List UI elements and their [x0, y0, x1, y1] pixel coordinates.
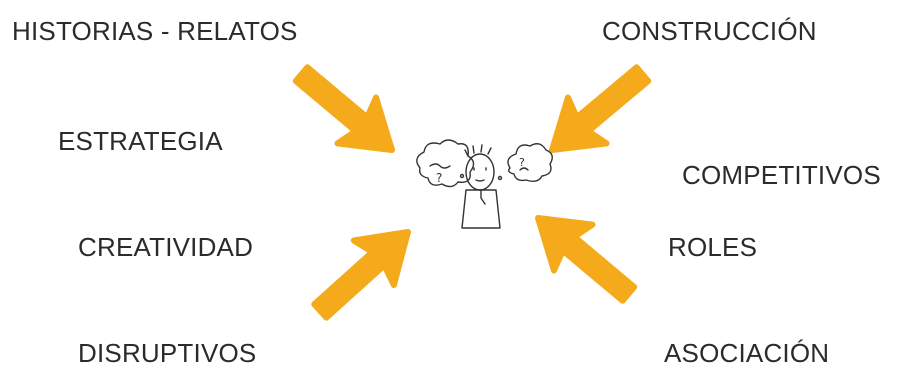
thought-cloud-right-icon — [507, 143, 553, 183]
thought-cloud-left-icon — [416, 139, 475, 188]
thinking-person-icon — [416, 139, 553, 229]
body-icon — [461, 189, 501, 229]
label-estrategia: ESTRATEGIA — [58, 126, 223, 156]
question-mark-left: ? — [436, 171, 442, 185]
label-asociacion: ASOCIACIÓN — [664, 338, 830, 368]
label-historias-relatos: HISTORIAS - RELATOS — [12, 16, 298, 46]
label-competitivos: COMPETITIVOS — [682, 160, 881, 190]
label-creatividad: CREATIVIDAD — [78, 232, 254, 262]
arrow-top-left-icon — [282, 51, 411, 173]
arrow-bottom-left-icon — [300, 210, 428, 334]
question-mark-right: ? — [519, 156, 525, 169]
label-disruptivos: DISRUPTIVOS — [78, 338, 257, 368]
label-construccion: CONSTRUCCIÓN — [602, 16, 817, 46]
arrow-bottom-right-icon — [519, 195, 648, 317]
label-roles: ROLES — [668, 232, 758, 262]
